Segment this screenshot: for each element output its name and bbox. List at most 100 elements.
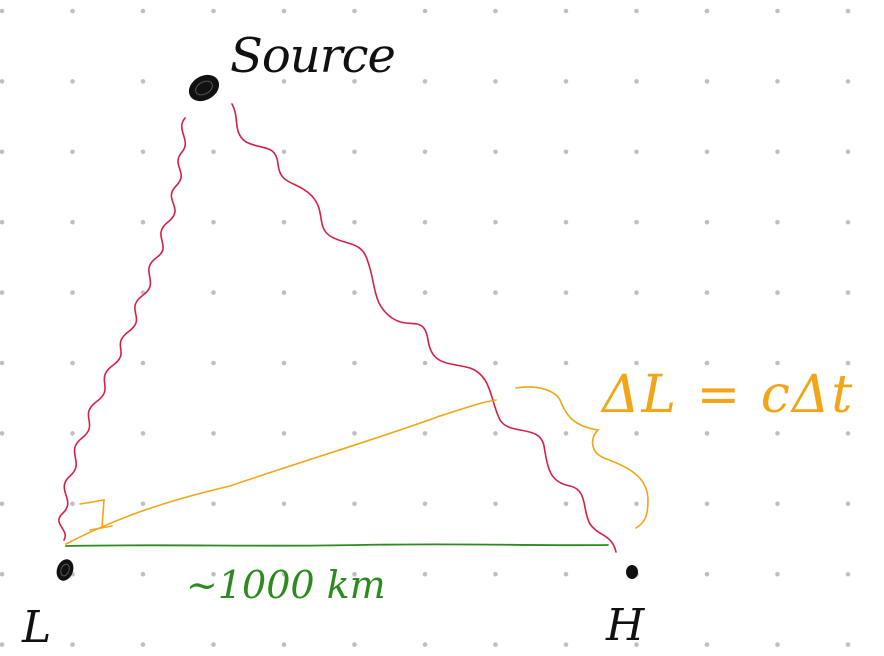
grid-dot bbox=[70, 360, 75, 366]
detector-l-label: L bbox=[21, 602, 51, 653]
grid-dot bbox=[493, 149, 498, 155]
grid-dot bbox=[140, 79, 146, 84]
grid-dot bbox=[775, 219, 780, 225]
grid-dot bbox=[634, 149, 639, 155]
grid-dot bbox=[845, 360, 851, 366]
grid-dot bbox=[211, 149, 216, 155]
grid-dot bbox=[281, 8, 287, 14]
grid-dot bbox=[140, 149, 146, 155]
grid-dot bbox=[0, 431, 5, 436]
grid-dot bbox=[634, 8, 639, 14]
grid-dot bbox=[70, 219, 75, 225]
grid-dot bbox=[352, 219, 357, 225]
grid-dot bbox=[211, 8, 216, 14]
grid-dot bbox=[493, 8, 498, 14]
grid-dot bbox=[493, 501, 498, 507]
wave-path-to-h bbox=[231, 103, 617, 553]
grid-dot bbox=[563, 8, 569, 14]
grid-dot bbox=[281, 219, 287, 225]
grid-dot bbox=[634, 219, 639, 225]
grid-dot bbox=[211, 501, 216, 507]
grid-dot bbox=[422, 431, 428, 436]
grid-dot bbox=[422, 149, 428, 155]
delay-relation-label: ΔL = cΔt bbox=[600, 365, 854, 425]
grid-dot bbox=[140, 8, 146, 14]
grid-dot bbox=[352, 290, 357, 295]
grid-dot bbox=[0, 8, 5, 14]
grid-dot bbox=[281, 642, 287, 647]
grid-dot bbox=[845, 501, 851, 507]
grid-dot bbox=[493, 219, 498, 225]
grid-dot bbox=[140, 501, 146, 507]
grid-dot bbox=[422, 571, 428, 577]
detector-l-marker bbox=[56, 559, 74, 581]
grid-dot bbox=[704, 290, 710, 295]
grid-dot bbox=[0, 219, 5, 225]
delay-brace bbox=[515, 386, 649, 529]
grid-dot bbox=[775, 642, 780, 647]
grid-dot bbox=[422, 8, 428, 14]
grid-dot bbox=[634, 642, 639, 647]
grid-dot bbox=[775, 79, 780, 84]
grid-dot bbox=[563, 571, 569, 577]
grid-dot bbox=[0, 501, 5, 507]
grid-dot bbox=[563, 360, 569, 366]
grid-dot bbox=[775, 149, 780, 155]
grid-dot bbox=[704, 501, 710, 507]
grid-dot bbox=[70, 79, 75, 84]
detector-h-marker bbox=[626, 565, 638, 579]
grid-dot bbox=[704, 8, 710, 14]
grid-dot bbox=[845, 642, 851, 647]
grid-dot bbox=[352, 501, 357, 507]
grid-dot bbox=[563, 431, 569, 436]
grid-dot bbox=[775, 360, 780, 366]
grid-dot bbox=[704, 219, 710, 225]
grid-dot bbox=[352, 571, 357, 577]
grid-dot bbox=[0, 642, 5, 647]
grid-dot bbox=[845, 149, 851, 155]
grid-dot bbox=[775, 571, 780, 577]
grid-dot bbox=[563, 149, 569, 155]
grid-dot bbox=[70, 290, 75, 295]
grid-dot bbox=[634, 79, 639, 84]
grid-dot bbox=[70, 8, 75, 14]
grid-dot bbox=[634, 431, 639, 436]
grid-dot bbox=[140, 219, 146, 225]
grid-dot bbox=[352, 149, 357, 155]
grid-dot bbox=[281, 149, 287, 155]
grid-dot bbox=[281, 431, 287, 436]
grid-dot bbox=[281, 79, 287, 84]
grid-dot bbox=[775, 8, 780, 14]
grid-dot bbox=[70, 149, 75, 155]
grid-dot bbox=[704, 431, 710, 436]
grid-dot bbox=[493, 360, 498, 366]
grid-dot bbox=[634, 501, 639, 507]
grid-dot bbox=[0, 571, 5, 577]
grid-dot bbox=[281, 290, 287, 295]
grid-dot bbox=[493, 642, 498, 647]
grid-dot bbox=[352, 360, 357, 366]
grid-dot bbox=[422, 79, 428, 84]
grid-dot bbox=[845, 571, 851, 577]
grid-dot bbox=[140, 360, 146, 366]
grid-dot bbox=[775, 501, 780, 507]
grid-dot bbox=[70, 501, 75, 507]
grid-dot bbox=[845, 290, 851, 295]
baseline-lh bbox=[65, 543, 609, 547]
dot-grid bbox=[0, 8, 851, 647]
grid-dot bbox=[775, 431, 780, 436]
grid-dot bbox=[563, 219, 569, 225]
grid-dot bbox=[422, 290, 428, 295]
grid-dot bbox=[563, 79, 569, 84]
grid-dot bbox=[422, 501, 428, 507]
grid-dot bbox=[845, 79, 851, 84]
grid-dot bbox=[140, 571, 146, 577]
grid-dot bbox=[493, 290, 498, 295]
grid-dot bbox=[211, 642, 216, 647]
grid-dot bbox=[140, 642, 146, 647]
grid-dot bbox=[845, 219, 851, 225]
grid-dot bbox=[140, 431, 146, 436]
grid-dot bbox=[0, 360, 5, 366]
grid-dot bbox=[352, 431, 357, 436]
grid-dot bbox=[281, 501, 287, 507]
